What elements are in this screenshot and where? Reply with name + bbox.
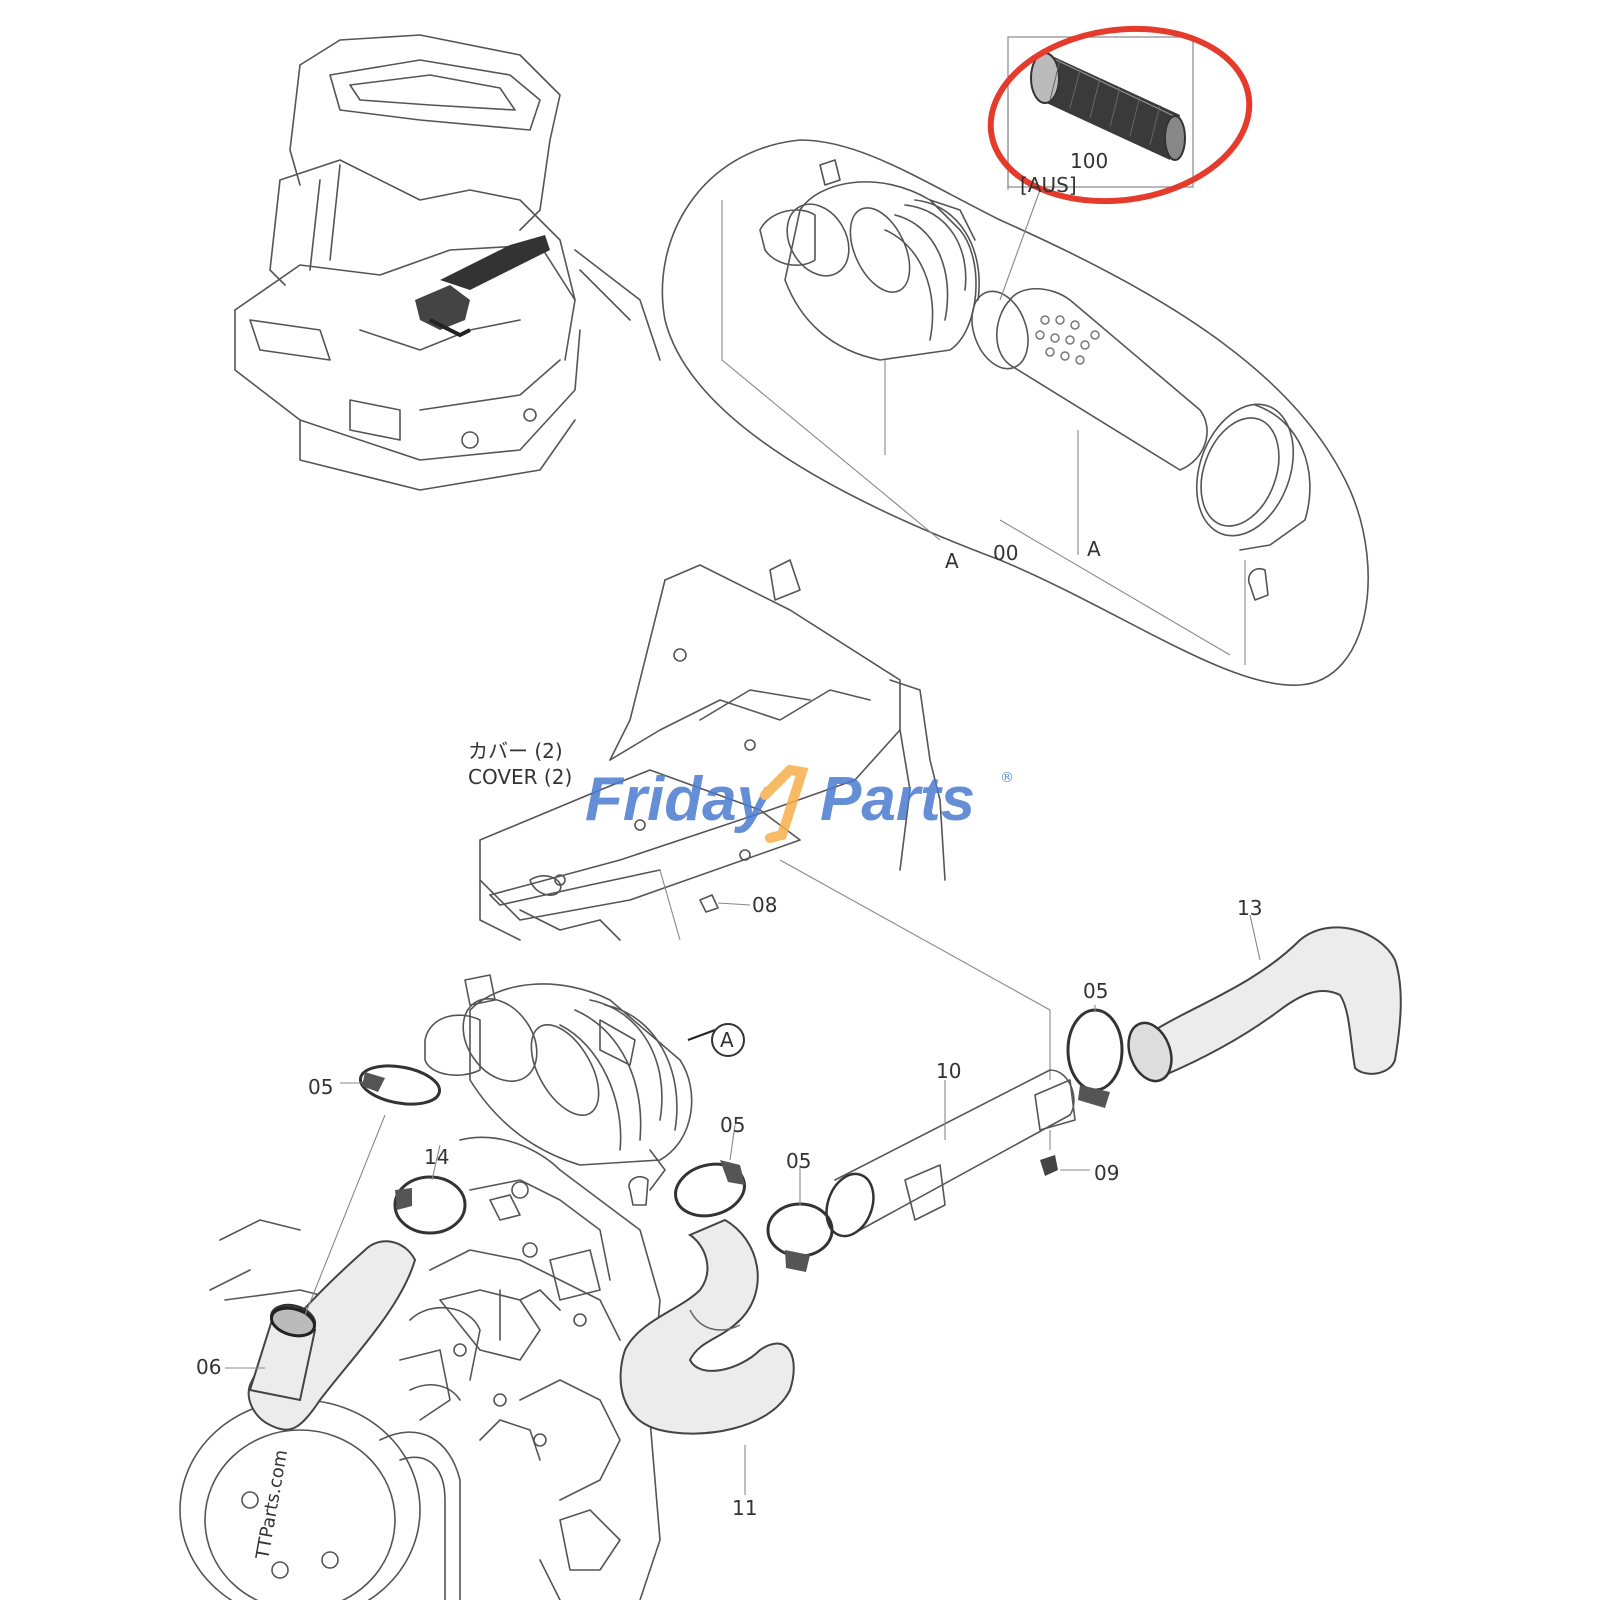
watermark-friday: Friday xyxy=(585,765,775,834)
label-09: 09 xyxy=(1094,1161,1119,1185)
label-13: 13 xyxy=(1237,896,1262,920)
clamp-05-right xyxy=(1066,1005,1124,1108)
air-cleaner-assembly xyxy=(424,974,716,1206)
label-10: 10 xyxy=(936,1059,961,1083)
fridayparts-watermark: Friday Parts ® xyxy=(585,764,1014,843)
label-detail-a-left: A xyxy=(945,549,959,573)
label-11: 11 xyxy=(732,1496,757,1520)
clamp-05-lower xyxy=(766,1165,834,1272)
label-05-right: 05 xyxy=(1083,979,1108,1003)
red-circle-highlight xyxy=(987,25,1253,205)
hose-13 xyxy=(1127,914,1402,1083)
pipe-10 xyxy=(825,1069,1090,1238)
label-08: 08 xyxy=(752,893,777,917)
label-detail-00: 00 xyxy=(993,541,1018,565)
clamp-05-left xyxy=(340,1064,442,1106)
label-05-left: 05 xyxy=(308,1075,333,1099)
watermark-accent xyxy=(760,764,809,843)
detail-bubble xyxy=(661,139,1369,686)
label-05-lower: 05 xyxy=(786,1149,811,1173)
label-14: 14 xyxy=(424,1145,449,1169)
hose-06 xyxy=(247,1114,417,1431)
engine xyxy=(179,1136,661,1600)
excavator-overview xyxy=(234,34,661,491)
label-cover-jp: カバー (2) xyxy=(468,739,563,763)
label-06: 06 xyxy=(196,1355,221,1379)
label-100: 100 xyxy=(1070,149,1108,173)
label-assembly-a: A xyxy=(720,1028,734,1052)
watermark-parts: Parts xyxy=(820,765,975,834)
clamp-05-mid xyxy=(674,1124,746,1218)
label-05-mid: 05 xyxy=(720,1113,745,1137)
label-detail-a-right: A xyxy=(1087,537,1101,561)
clamp-14 xyxy=(393,1144,467,1235)
cover-bracket xyxy=(479,559,1051,1080)
side-watermark-text: TTParts.com xyxy=(252,1448,292,1562)
hose-11 xyxy=(619,1218,795,1495)
watermark-registered: ® xyxy=(1000,770,1014,786)
label-aus: [AUS] xyxy=(1020,173,1077,197)
label-cover-en: COVER (2) xyxy=(468,765,572,789)
callout-a-circle xyxy=(711,1023,745,1057)
highlighted-filter xyxy=(987,25,1253,301)
